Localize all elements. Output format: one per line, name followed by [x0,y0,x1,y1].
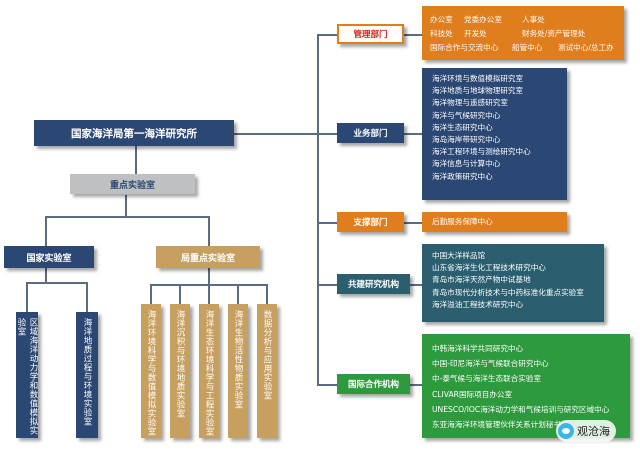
joint-item: 青岛市现代分析技术与中药标准化重点实验室 [432,287,584,297]
connector-mgmt-list [404,34,422,36]
business-label: 业务部门 [353,129,388,139]
connector-bur-3 [208,284,210,304]
connector-root-right [232,133,318,135]
connector-to-bureau [208,216,210,246]
connector-joint-list [410,284,422,286]
business-list: 海洋环境与数值模拟研究室 海洋地质与地球物理研究室 海洋物理与遥感研究室 海洋与… [422,68,567,200]
key-lab-node: 重点实验室 [70,174,195,194]
intl-item: 东亚海海洋环境管理伙伴关系计划秘书处 [432,420,569,430]
mgmt-item: 开发处 [464,29,487,38]
bureau-lab-item: 海洋沉积与环境地质实验室 [170,304,190,438]
mgmt-item: 党委办公室 [464,15,502,24]
connector-intl-list [410,384,422,386]
connector-bur-2 [179,284,181,304]
national-lab-node: 国家实验室 [4,246,94,268]
business-item: 海洋物理与遥感研究室 [432,98,508,108]
international-label: 国际合作机构 [347,380,399,390]
business-item: 海岛海岸带研究中心 [432,135,501,145]
connector-to-joint [317,284,337,286]
business-item: 海洋政策研究中心 [432,171,493,181]
root-node: 国家海洋局第一海洋研究所 [34,120,234,146]
management-label: 管理部门 [353,30,388,40]
bureau-lab-item: 海洋生态环境科学与工程实验室 [199,304,219,438]
bureau-lab-item: 数据分析与应用实验室 [257,304,277,438]
bureau-lab-item-label: 海洋环境科学与数值模拟实验室 [146,310,156,436]
business-item: 海洋与气候研究中心 [432,110,501,120]
connector-nat-a [26,282,28,312]
business-node: 业务部门 [337,123,404,143]
mgmt-item: 国际合作与交流中心 [430,43,499,52]
national-lab-item: 区域海洋动力学和数值模拟实验室 [16,312,38,438]
bureau-lab-item-label: 海洋生态环境科学与工程实验室 [204,310,214,436]
national-lab-item: 海洋地质过程与环境实验室 [76,312,98,438]
mgmt-item: 人事处 [522,15,545,24]
national-lab-item-label: 海洋地质过程与环境实验室 [82,318,92,426]
connector-to-intl [317,384,337,386]
connector-bur-1 [150,284,152,304]
key-lab-label: 重点实验室 [109,180,155,191]
connector-bureau-v [208,268,210,284]
watermark: 观沧海 [556,420,616,442]
connector-business-list [404,133,422,135]
connector-to-national [45,216,47,246]
intl-item: 中国-印尼海洋与气候联合研究中心 [432,359,549,369]
business-item: 海洋信息与计算中心 [432,159,501,169]
business-item: 海洋环境与数值模拟研究室 [432,74,524,83]
bureau-lab-item-label: 海洋沉积与环境地质实验室 [175,310,185,418]
mgmt-item: 财务处/资产管理处 [522,29,586,38]
national-lab-item-label: 区域海洋动力学和数值模拟实验室 [16,318,38,435]
bureau-lab-item: 海洋生物活性物质实验室 [228,304,248,438]
joint-node: 共建研究机构 [337,274,410,294]
connector-support-list [404,222,422,224]
connector-bur-5 [266,284,268,304]
connector-key-branch-h [45,216,210,218]
joint-item: 青岛市海洋天然产物中试基地 [432,275,531,285]
joint-list: 中国大洋样品馆 山东省海洋生化工程技术研究中心 青岛市海洋天然产物中试基地 青岛… [422,244,604,322]
bureau-lab-item: 海洋环境科学与数值模拟实验室 [141,304,161,438]
connector-to-business [317,133,337,135]
support-item: 后勤服务保障中心 [432,217,493,226]
connector-root-to-key [135,144,137,174]
joint-label: 共建研究机构 [347,280,399,290]
mgmt-item: 办公室 [430,15,453,24]
bureau-lab-node: 局重点实验室 [156,246,260,268]
root-label: 国家海洋局第一海洋研究所 [71,127,197,140]
bureau-lab-item-label: 数据分析与应用实验室 [262,310,272,400]
connector-key-branch-v [125,195,127,217]
connector-bur-4 [237,284,239,304]
business-item: 海洋生态研究中心 [432,122,493,132]
mgmt-item: 船管中心 [512,43,543,52]
support-node: 支撑部门 [337,212,404,232]
management-list: 办公室 党委办公室 人事处 科技处 开发处 财务处/资产管理处 国际合作与交流中… [422,6,624,60]
connector-nat-b [86,282,88,312]
joint-item: 海洋溢油工程技术研究中心 [432,299,524,309]
business-item: 海洋地质与地球物理研究室 [432,86,524,96]
joint-item: 山东省海洋生化工程技术研究中心 [432,263,546,273]
intl-item: 中-泰气候与海洋生态联合实验室 [432,374,542,384]
national-lab-label: 国家实验室 [26,253,72,264]
connector-to-mgmt [317,34,337,36]
connector-national-h [26,282,88,284]
bureau-lab-item-label: 海洋生物活性物质实验室 [233,310,243,409]
business-item: 海洋工程环境与测绘研究中心 [432,147,531,157]
intl-item: CLIVAR国际项目办公室 [432,389,513,399]
support-list: 后勤服务保障中心 [422,212,567,232]
connector-to-support [317,222,337,224]
bureau-lab-label: 局重点实验室 [180,253,235,264]
connector-national-v [45,268,47,284]
joint-item: 中国大洋样品馆 [432,251,486,260]
support-label: 支撑部门 [353,218,388,228]
international-node: 国际合作机构 [337,374,410,394]
watermark-text: 观沧海 [577,425,610,438]
management-node: 管理部门 [337,24,404,44]
connector-right-spine [317,34,319,386]
watermark-logo-icon [558,423,574,439]
intl-item: UNESCO/IOC海洋动力学和气候培训与研究区域中心 [432,404,610,414]
mgmt-item: 测试中心/总工办 [558,43,614,52]
mgmt-item: 科技处 [430,29,453,38]
intl-item: 中韩海洋科学共同研究中心 [432,344,524,353]
